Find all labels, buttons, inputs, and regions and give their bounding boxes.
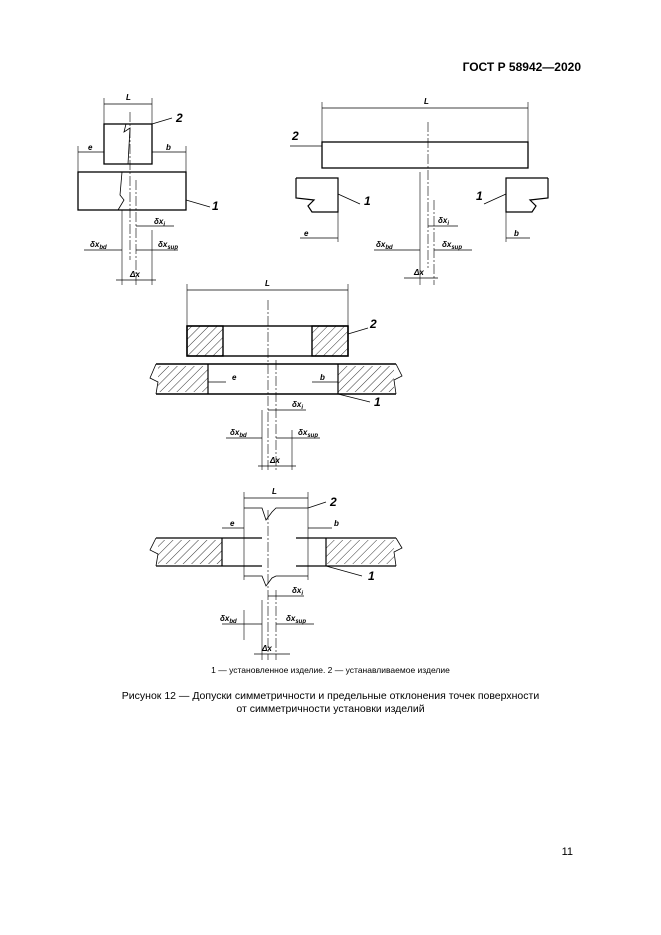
label-2: 2 <box>329 495 337 509</box>
label-1: 1 <box>476 189 483 203</box>
label-subscript: sup <box>295 619 306 625</box>
label-1: 1 <box>364 194 371 208</box>
label-subscript: bd <box>385 245 393 251</box>
figure-legend: 1 — установленное изделие. 2 — устанавли… <box>211 665 450 675</box>
drawing-3 <box>149 284 403 470</box>
label-e: e <box>232 373 237 382</box>
label-Dx: Δx <box>269 456 280 465</box>
label-Dx: Δx <box>413 268 424 277</box>
label-2: 2 <box>291 129 299 143</box>
label-dxbd: δxbd <box>90 240 107 251</box>
label-dxi: δxi <box>438 216 449 227</box>
label-subscript: bd <box>229 619 237 625</box>
label-dxbd: δxbd <box>230 428 247 439</box>
label-1: 1 <box>368 569 375 583</box>
label-dxi: δxi <box>292 400 303 411</box>
label-2: 2 <box>175 111 183 125</box>
label-1: 1 <box>212 199 219 213</box>
label-1: 1 <box>374 395 381 409</box>
label-subscript: bd <box>99 245 107 251</box>
label-b: b <box>514 229 519 238</box>
figure-labels: L 2 e b 1 δxi δxbd δxsup Δx L 2 1 1 e b … <box>88 93 519 653</box>
label-b: b <box>334 519 339 528</box>
label-subscript: sup <box>451 245 462 251</box>
label-L: L <box>272 487 277 496</box>
caption-line-2: от симметричности установки изделий <box>236 703 425 715</box>
label-dxsup: δxsup <box>298 428 318 439</box>
label-dxsup: δxsup <box>286 614 306 625</box>
drawing-1 <box>77 98 211 285</box>
label-e: e <box>304 229 309 238</box>
label-dxi: δxi <box>292 586 303 597</box>
label-subscript: i <box>163 222 165 228</box>
label-L: L <box>126 93 131 102</box>
label-Dx: Δx <box>129 270 140 279</box>
label-L: L <box>424 97 429 106</box>
label-b: b <box>320 373 325 382</box>
label-e: e <box>88 143 93 152</box>
label-b: b <box>166 143 171 152</box>
document-header: ГОСТ Р 58942—2020 <box>462 60 581 74</box>
label-dxbd: δxbd <box>220 614 237 625</box>
label-dxsup: δxsup <box>442 240 462 251</box>
label-subscript: i <box>447 221 449 227</box>
label-dxsup: δxsup <box>158 240 178 251</box>
page-number: 11 <box>561 846 573 858</box>
label-2: 2 <box>369 317 377 331</box>
label-dxi: δxi <box>154 217 165 228</box>
figure-caption: Рисунок 12 — Допуски симметричности и пр… <box>0 690 661 716</box>
label-subscript: i <box>301 591 303 597</box>
label-Dx: Δx <box>261 644 272 653</box>
drawing-4 <box>149 492 403 660</box>
label-subscript: i <box>301 405 303 411</box>
caption-line-1: Рисунок 12 — Допуски симметричности и пр… <box>121 690 540 702</box>
label-dxbd: δxbd <box>376 240 393 251</box>
label-subscript: bd <box>239 433 247 439</box>
figure-12-drawings: L 2 e b 1 δxi δxbd δxsup Δx L 2 1 1 e b … <box>77 93 549 660</box>
drawing-2 <box>290 102 549 285</box>
label-e: e <box>230 519 235 528</box>
label-L: L <box>265 279 270 288</box>
label-subscript: sup <box>167 245 178 251</box>
label-subscript: sup <box>307 433 318 439</box>
